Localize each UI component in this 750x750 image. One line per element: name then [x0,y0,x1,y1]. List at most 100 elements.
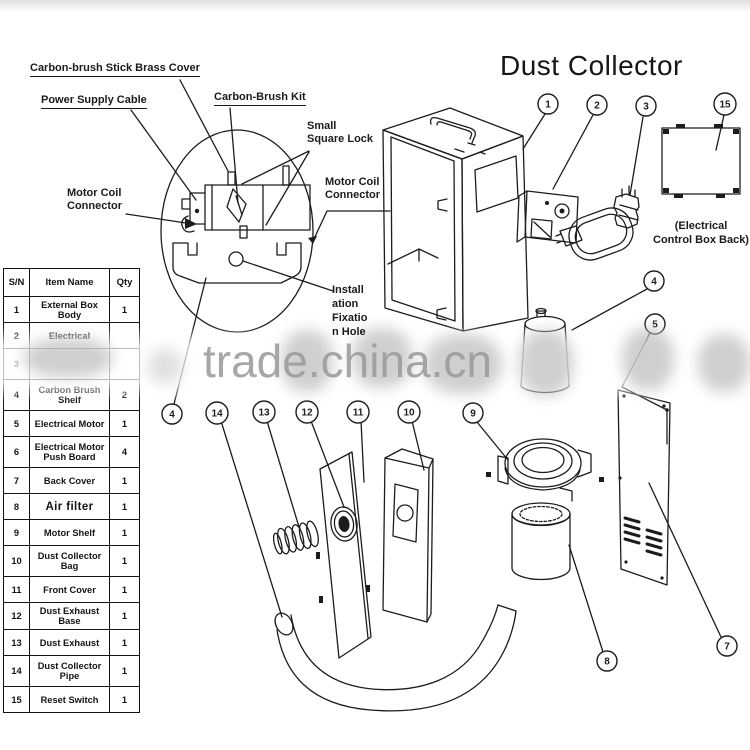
svg-text:14: 14 [211,409,223,420]
label-text: Connector [67,200,122,212]
cell-name: Motor Shelf [29,519,110,546]
cell-qty: 1 [109,655,140,687]
label-text: (Electrical [674,220,728,232]
cell-name: Dust Collector Bag [29,545,110,577]
part-number-balloons: 123154541413121110987 [161,92,738,672]
label-text: Install [332,284,364,296]
cell-sn: 15 [3,686,30,713]
blur-blob [622,328,674,390]
cell-sn: 5 [3,410,30,437]
part-balloon-8: 8 [596,650,618,672]
cell-qty: 1 [109,545,140,577]
blur-blob [352,328,412,388]
scan-artifact-strip [0,0,750,12]
cell-name: Back Cover [29,467,110,494]
blur-blob [519,330,573,396]
label-text: Carbon-Brush Kit [214,91,306,106]
blur-blob [281,330,333,392]
cell-sn: 1 [3,296,30,323]
back-cover-drawing [617,389,722,638]
air-filter-drawing [511,502,604,653]
blur-blob [148,348,182,384]
label-installation-fixation-hole: Install ation Fixatio n Hole [332,283,367,339]
carbon-brush-shelf-bracket [172,242,302,284]
cell-qty: 1 [109,602,140,630]
part-balloon-12: 12 [295,400,319,424]
external-box-body-drawing [382,107,546,332]
cell-name: Front Cover [29,576,110,603]
label-brass-cover: Carbon-brush Stick Brass Cover [30,62,200,77]
cell-name: Dust Collector Pipe [29,655,110,687]
cell-name: Air filter [29,493,110,520]
callout-leader-lines [125,79,391,405]
page-title: Dust Collector [500,50,683,81]
cell-sn: 14 [3,655,30,687]
label-text: n Hole [332,326,366,338]
label-text: Motor Coil [325,176,380,188]
svg-text:5: 5 [652,320,658,331]
cell-sn: 10 [3,545,30,577]
blur-blob [24,338,112,378]
dust-exhaust-drawing [266,420,319,555]
label-text: Small [307,120,337,132]
svg-text:4: 4 [651,277,657,288]
cell-sn: 12 [3,602,30,630]
label-power-supply-cable: Power Supply Cable [41,94,147,109]
power-plug-cable-drawing [555,116,644,261]
cell-qty: 1 [109,519,140,546]
label-motor-coil-connector-left: Motor Coil Connector [67,187,122,213]
svg-text:7: 7 [724,642,730,653]
svg-text:1: 1 [545,100,551,111]
part-balloon-15: 15 [713,92,737,116]
label-text: Motor Coil [67,187,122,199]
part-balloon-13: 13 [252,400,276,424]
svg-text:3: 3 [643,102,649,113]
blur-blob [424,334,502,394]
label-electrical-control-box-back: (Electrical Control Box Back) [650,219,750,247]
label-text: Carbon-brush Stick Brass Cover [30,62,200,77]
label-text: Control Box Back) [653,234,749,246]
part-balloon-2: 2 [586,94,608,116]
svg-text:2: 2 [594,101,600,112]
front-cover-drawing [310,420,372,659]
cell-name: Dust Exhaust Base [29,602,110,630]
dust-collector-bag-drawing [382,420,434,623]
part-balloon-9: 9 [462,402,484,424]
side-window [474,155,519,213]
svg-text:10: 10 [403,408,415,419]
part-balloon-3: 3 [635,95,657,117]
cell-sn: 7 [3,467,30,494]
cell-qty: 1 [109,296,140,323]
carry-handle [429,116,476,144]
svg-text:8: 8 [604,657,610,668]
cell-sn: 11 [3,576,30,603]
cell-name: Electrical Motor [29,410,110,437]
label-text: Square Lock [307,133,374,145]
label-text: Fixatio [332,312,368,324]
watermark-text: trade.china.cn [203,335,492,387]
dust-exhaust-base-drawing [330,506,358,542]
cell-qty: 4 [109,436,140,468]
svg-text:12: 12 [301,408,313,419]
cell-qty: 1 [109,493,140,520]
cell-sn: 13 [3,629,30,656]
svg-text:13: 13 [258,408,270,419]
cell-sn: 6 [3,436,30,468]
part-balloon-4: 4 [643,270,665,292]
cell-name: Electrical Motor Push Board [29,436,110,468]
cell-name: Reset Switch [29,686,110,713]
motor-shelf-drawing [476,421,604,502]
part-balloon-10: 10 [397,400,421,424]
table-header-row: S/N Item Name Qty [3,268,140,297]
